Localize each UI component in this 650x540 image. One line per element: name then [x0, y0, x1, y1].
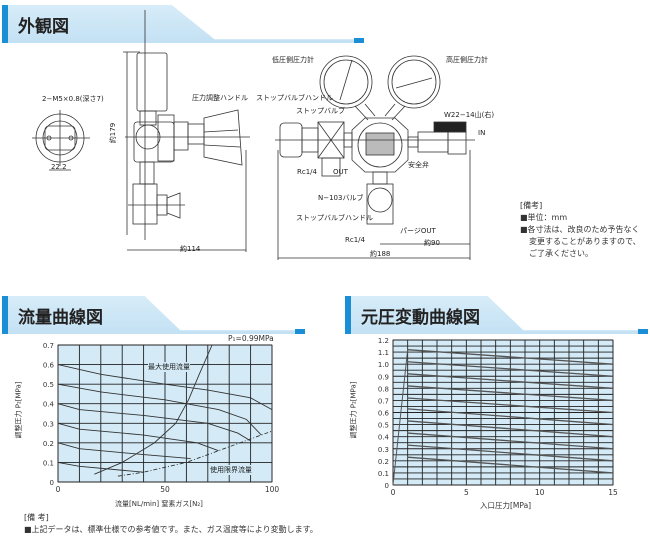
section-title: 元圧変動曲線図 [361, 308, 480, 328]
pitch-label: 22.2 [51, 163, 67, 171]
series-line [407, 432, 614, 450]
y-tick-label: 0 [385, 482, 389, 490]
flow-notes-title: [備 考] [24, 513, 49, 522]
stop-handle-label: ストップバルブハンドル [256, 94, 333, 102]
y-tick-label: 0.2 [378, 458, 389, 466]
y-tick-label: 0.1 [43, 459, 54, 467]
y-tick-label: 0 [50, 479, 54, 487]
safety-valve-label: 安全弁 [408, 161, 429, 169]
series-line [407, 349, 614, 365]
y-tick-label: 0.6 [43, 362, 55, 370]
section-header-supply: 元圧変動曲線図 [345, 296, 648, 334]
in-label: IN [478, 129, 486, 137]
section-header-outline: 外観図 [2, 5, 364, 43]
section-title: 流量曲線図 [18, 308, 103, 328]
chart1-xlabel: 流量[NL/min] 窒素ガス[N₂] [115, 500, 203, 508]
y-tick-label: 1.0 [378, 361, 389, 369]
x-tick-label: 0 [391, 488, 396, 497]
notes-title: [備考] [520, 201, 543, 210]
series-line [57, 383, 262, 436]
rc-purge-label: Rc1/4 [345, 236, 365, 244]
series-line [407, 420, 614, 438]
ramp-line [392, 349, 409, 486]
out-label: OUT [333, 168, 348, 176]
chart2-xlabel: 入口圧力[MPa] [480, 501, 532, 510]
y-tick-label: 1.1 [378, 349, 389, 357]
side-width-label: 約114 [180, 245, 201, 253]
connection-label: W22−14山(右) [444, 111, 495, 119]
x-tick-label: 15 [608, 488, 618, 497]
series-line [57, 461, 144, 473]
notes-unit: ■単位：mm [520, 213, 568, 222]
notes-line: 変更することがありますので、 [529, 237, 641, 246]
drawing-notes: [備考] ■単位：mm ■各寸法は、改良のため予告なく 変更することがありますの… [520, 200, 641, 260]
n103-label: N−103バルブ [318, 194, 364, 202]
series-line [94, 344, 213, 475]
x-tick-label: 5 [464, 488, 469, 497]
y-tick-label: 0.3 [43, 420, 54, 428]
purge-label: パージOUT [400, 227, 436, 235]
limit-flow-label: 使用限界流量 [210, 465, 252, 475]
series-line [407, 385, 614, 402]
y-tick-label: 0.2 [43, 440, 54, 448]
regulator-outline-drawing [32, 10, 475, 260]
section-title: 外観図 [18, 17, 69, 37]
pressure-handle-label: 圧力調整ハンドル [192, 94, 248, 102]
low-gauge-label: 低圧側圧力計 [272, 56, 314, 64]
x-tick-label: 50 [160, 485, 170, 494]
flow-notes-text: ■上記データは、標準仕様での参考値です。また、ガス温度等により変動します。 [24, 525, 318, 534]
y-tick-label: 0.7 [378, 397, 389, 405]
y-tick-label: 0.6 [378, 410, 390, 418]
bolt-label: 2−M5×0.8(深さ7) [42, 95, 104, 103]
high-gauge-label: 高圧側圧力計 [446, 56, 488, 64]
notes-line: ■各寸法は、改良のため予告なく [520, 225, 640, 234]
y-tick-label: 1.2 [378, 337, 389, 345]
series-line [57, 422, 219, 452]
y-tick-label: 0.7 [43, 342, 54, 350]
y-tick-label: 0.4 [378, 434, 390, 442]
series-line [407, 408, 614, 426]
series-line [407, 373, 614, 389]
y-tick-label: 0.5 [378, 422, 389, 430]
y-tick-label: 0.4 [43, 401, 55, 409]
series-line [57, 403, 251, 442]
chart1-ylabel: 調整圧力 P₂[MPa] [14, 381, 23, 439]
x-tick-label: 100 [265, 485, 280, 494]
stop-handle2-label: ストップバルブハンドル [296, 214, 373, 222]
x-tick-label: 10 [535, 488, 545, 497]
y-tick-label: 0.8 [378, 385, 389, 393]
series-line [407, 361, 614, 377]
flow-notes: [備 考] ■上記データは、標準仕様での参考値です。また、ガス温度等により変動し… [24, 512, 318, 536]
series-line [57, 364, 273, 410]
max-flow-label: 最大使用流量 [148, 362, 190, 372]
section-header-flow: 流量曲線図 [2, 296, 305, 334]
x-tick-label: 0 [56, 485, 61, 494]
series-line [407, 397, 614, 414]
series-line [57, 442, 191, 459]
stop-valve-label: ストップバルブ [296, 107, 345, 115]
series-line [407, 444, 614, 462]
width-188-label: 約188 [370, 250, 391, 258]
width-90-label: 約90 [424, 239, 440, 247]
series-line [407, 456, 614, 474]
series-line [117, 430, 273, 477]
y-tick-label: 0.3 [378, 446, 389, 454]
notes-line: ご了承ください。 [529, 249, 593, 258]
y-tick-label: 0.9 [378, 373, 389, 381]
chart1-annotation: P₁=0.99MPa [228, 334, 274, 343]
chart2-ylabel: 調整圧力 P₂[MPa] [349, 381, 358, 439]
y-tick-label: 0.1 [378, 470, 389, 478]
y-tick-label: 0.5 [43, 381, 54, 389]
rc-out-label: Rc1/4 [297, 168, 317, 176]
